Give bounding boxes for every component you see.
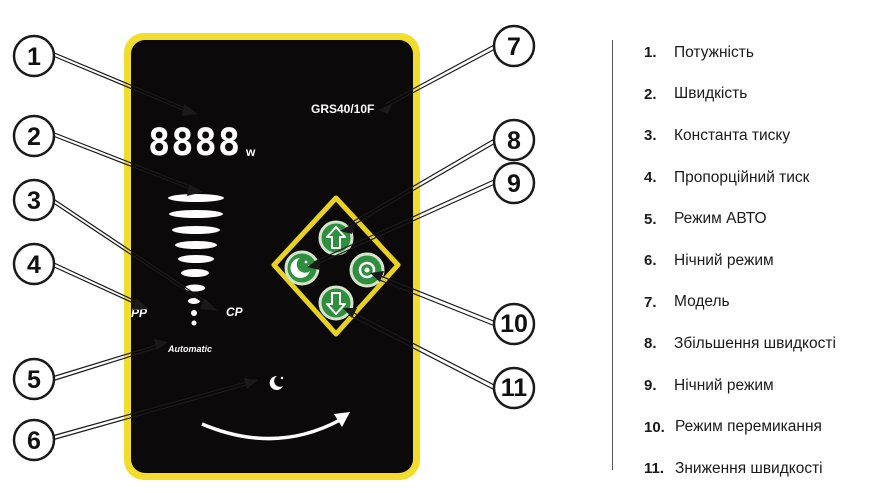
callout-11: 11	[492, 366, 536, 410]
leader-lines	[51, 43, 498, 441]
arrow-up-icon	[326, 226, 346, 249]
arrow-down-icon	[326, 292, 346, 315]
mode-ring-icon	[358, 261, 376, 279]
model-label: GRS40/10F	[311, 102, 374, 116]
control-panel-diagram: 8888 w GRS40/10F PP CP Automatic	[12, 24, 536, 480]
leader-arrowheads	[133, 104, 392, 389]
legend-list: 1.Потужність 2.Швидкість 3.Константа тис…	[644, 32, 836, 490]
legend-item: 2.Швидкість	[644, 85, 748, 103]
curved-arrow-icon	[201, 412, 350, 441]
speed-down-button[interactable]	[318, 285, 354, 321]
svg-text:9: 9	[507, 170, 521, 198]
callout-9: 9	[492, 161, 536, 205]
svg-text:11: 11	[501, 374, 528, 402]
speed-indicator	[168, 194, 224, 326]
legend-item: 9.Нічний режим	[644, 376, 774, 395]
speed-up-button[interactable]	[318, 220, 354, 256]
mode-switch-button[interactable]	[349, 252, 385, 288]
callout-1: 1	[12, 34, 56, 78]
callout-10: 10	[492, 302, 536, 346]
legend-item: 11.Зниження швидкості	[644, 459, 823, 478]
svg-text:2: 2	[27, 123, 41, 151]
callout-7: 7	[492, 24, 536, 68]
power-unit: w	[245, 145, 256, 159]
svg-text:7: 7	[507, 33, 521, 61]
legend-item: 7.Модель	[644, 293, 730, 311]
svg-text:4: 4	[27, 251, 41, 279]
svg-text:5: 5	[27, 366, 41, 394]
cp-label: CP	[226, 305, 244, 319]
legend-item: 5.Режим АВТО	[644, 210, 767, 228]
automatic-label: Automatic	[167, 344, 212, 354]
legend-item: 10.Режим перемикання	[644, 418, 822, 436]
power-display: 8888	[148, 121, 241, 164]
callout-3: 3	[12, 178, 56, 222]
callout-6: 6	[12, 418, 56, 462]
callout-5: 5	[12, 357, 56, 401]
legend-item: 1.Потужність	[644, 43, 754, 62]
moon-small-icon	[269, 375, 284, 390]
callouts: 1 2 3 4 5 6 7 8 9 10 11	[12, 24, 536, 462]
callout-4: 4	[12, 242, 56, 286]
legend-item: 4.Пропорційний тиск	[644, 168, 810, 187]
legend-item: 6.Нічний режим	[644, 251, 774, 270]
legend-item: 8.Збільшення швидкості	[644, 334, 836, 353]
panel-face	[131, 40, 413, 473]
key-pad	[271, 195, 401, 337]
svg-text:6: 6	[27, 427, 41, 455]
callout-8: 8	[492, 118, 536, 162]
svg-text:1: 1	[27, 43, 41, 71]
svg-text:3: 3	[27, 187, 41, 215]
legend-item: 3.Константа тиску	[644, 126, 791, 145]
legend-divider	[612, 40, 613, 470]
callout-2: 2	[12, 114, 56, 158]
svg-text:8: 8	[507, 127, 521, 155]
svg-text:10: 10	[500, 310, 528, 338]
